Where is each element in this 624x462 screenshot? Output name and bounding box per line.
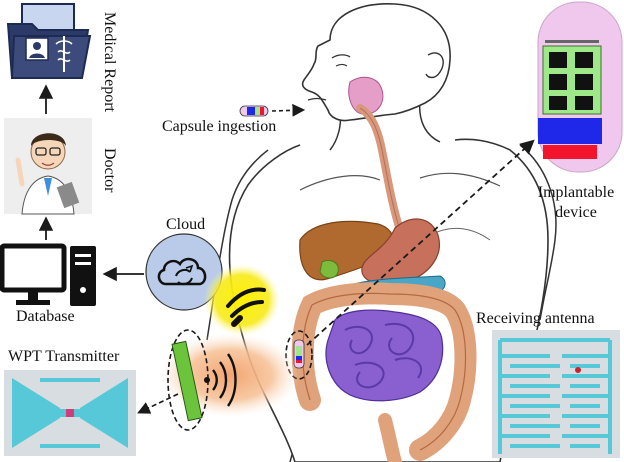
wpt-transmitter-illustration: [160, 329, 300, 431]
implantable-label-line1: Implantable: [537, 184, 615, 201]
wifi-signal-icon: [204, 264, 280, 336]
database-label: Database: [16, 308, 75, 325]
medical-report-label: Medical Report: [101, 12, 118, 112]
capsule-to-device-link: [306, 139, 535, 346]
transmitter-link: [137, 393, 179, 414]
doctor-avatar-icon: [4, 118, 92, 215]
receiving-antenna-label: Receiving antenna: [476, 310, 595, 327]
capsule-icon: [239, 105, 269, 117]
wpt-transmitter-label: WPT Transmitter: [8, 348, 120, 365]
doctor-label: Doctor: [101, 148, 118, 193]
capsule-ingestion-label: Capsule ingestion: [162, 118, 277, 135]
ingestion-arrow: [271, 103, 306, 117]
folder-caduceus-icon: [6, 3, 92, 79]
cloud-sync-icon: [145, 233, 223, 311]
salivary-gland: [348, 76, 384, 115]
digestive-organs: [291, 76, 477, 462]
implantable-device-illustration: [537, 1, 623, 173]
implantable-label-line2: device: [555, 204, 597, 221]
receiving-antenna-illustration: [492, 330, 620, 458]
cloud-label: Cloud: [166, 216, 206, 233]
computer-monitor-tower-icon: [0, 243, 96, 306]
small-intestine: [325, 309, 444, 402]
wpt-transmitter-panel: [4, 370, 136, 456]
